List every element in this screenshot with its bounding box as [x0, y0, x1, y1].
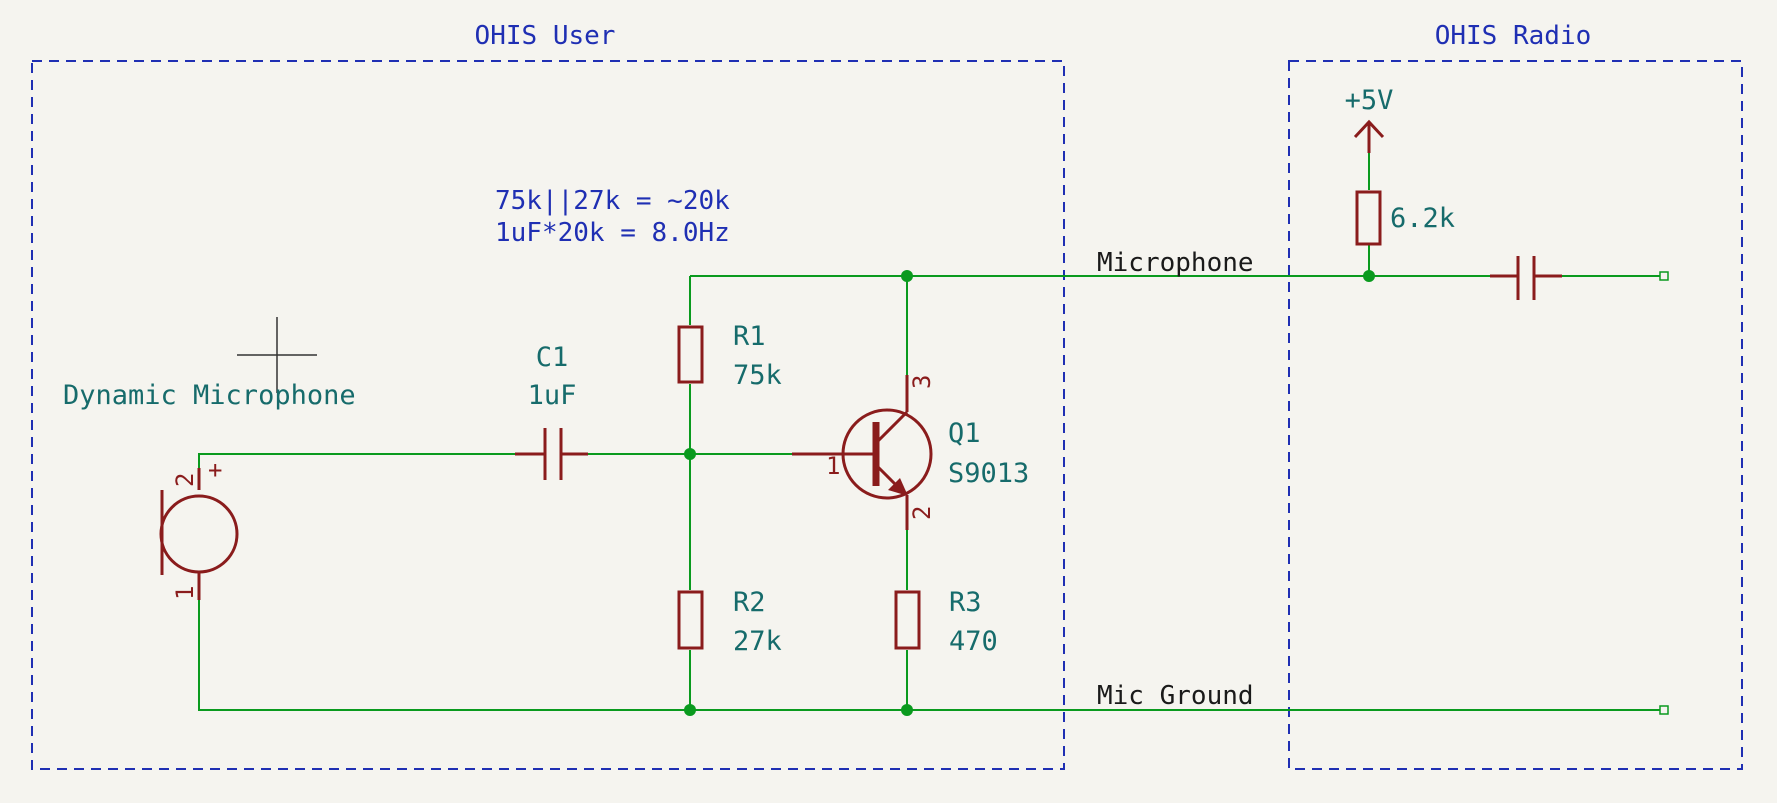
r2-value: 27k [733, 626, 782, 657]
power-arrow-icon [1353, 119, 1385, 153]
ohis-radio-title: OHIS Radio [1435, 21, 1592, 51]
r1-ref: R1 [733, 321, 766, 352]
supply-label: +5V [1345, 85, 1394, 116]
junction-r2-ground [684, 704, 696, 716]
c1-ref: C1 [536, 342, 569, 373]
ohis-user-title: OHIS User [475, 21, 616, 51]
r3-resistor [894, 590, 921, 650]
junction-base [684, 448, 696, 460]
r3-ref: R3 [949, 587, 982, 618]
wires [198, 153, 1660, 711]
note-parallel-resistance: 75k||27k = ~20k [495, 186, 730, 216]
q1-pin-base: 1 [826, 452, 840, 480]
mic-plus-sign: + [208, 456, 222, 484]
port-mic-ground [1659, 705, 1669, 715]
c1-capacitor [515, 428, 588, 480]
pullup-value: 6.2k [1390, 203, 1455, 234]
ohis-radio-frame [1288, 60, 1743, 770]
crosshair-marker [237, 317, 317, 393]
mic-pin-2: 2 [171, 473, 199, 487]
junction-collector [901, 270, 913, 282]
ohis-user-frame [31, 60, 1065, 770]
wire-mic-ground-net [198, 600, 1660, 711]
junction-pullup [1363, 270, 1375, 282]
q1-value: S9013 [948, 458, 1029, 489]
r3-value: 470 [949, 626, 998, 657]
q1-pin-collector: 3 [908, 375, 936, 389]
q1-transistor-symbol: 1 3 2 [792, 375, 936, 530]
r2-ref: R2 [733, 587, 766, 618]
output-capacitor [1490, 256, 1562, 300]
net-label-microphone: Microphone [1097, 248, 1254, 278]
r1-resistor [677, 325, 704, 384]
note-cutoff-frequency: 1uF*20k = 8.0Hz [495, 218, 730, 248]
net-label-mic-ground: Mic Ground [1097, 681, 1254, 711]
dynamic-microphone-symbol: + 2 1 [159, 456, 239, 600]
q1-pin-emitter: 2 [908, 506, 936, 520]
microphone-label: Dynamic Microphone [63, 380, 356, 411]
r1-value: 75k [733, 360, 782, 391]
junctions [684, 270, 1375, 716]
q1-ref: Q1 [948, 418, 981, 449]
mic-pin-1: 1 [171, 586, 199, 600]
wire-mic-to-c1 [198, 453, 515, 468]
c1-value: 1uF [528, 380, 577, 411]
junction-r3-ground [901, 704, 913, 716]
port-microphone [1659, 271, 1669, 281]
r2-resistor [677, 590, 704, 650]
pullup-resistor [1355, 190, 1382, 246]
